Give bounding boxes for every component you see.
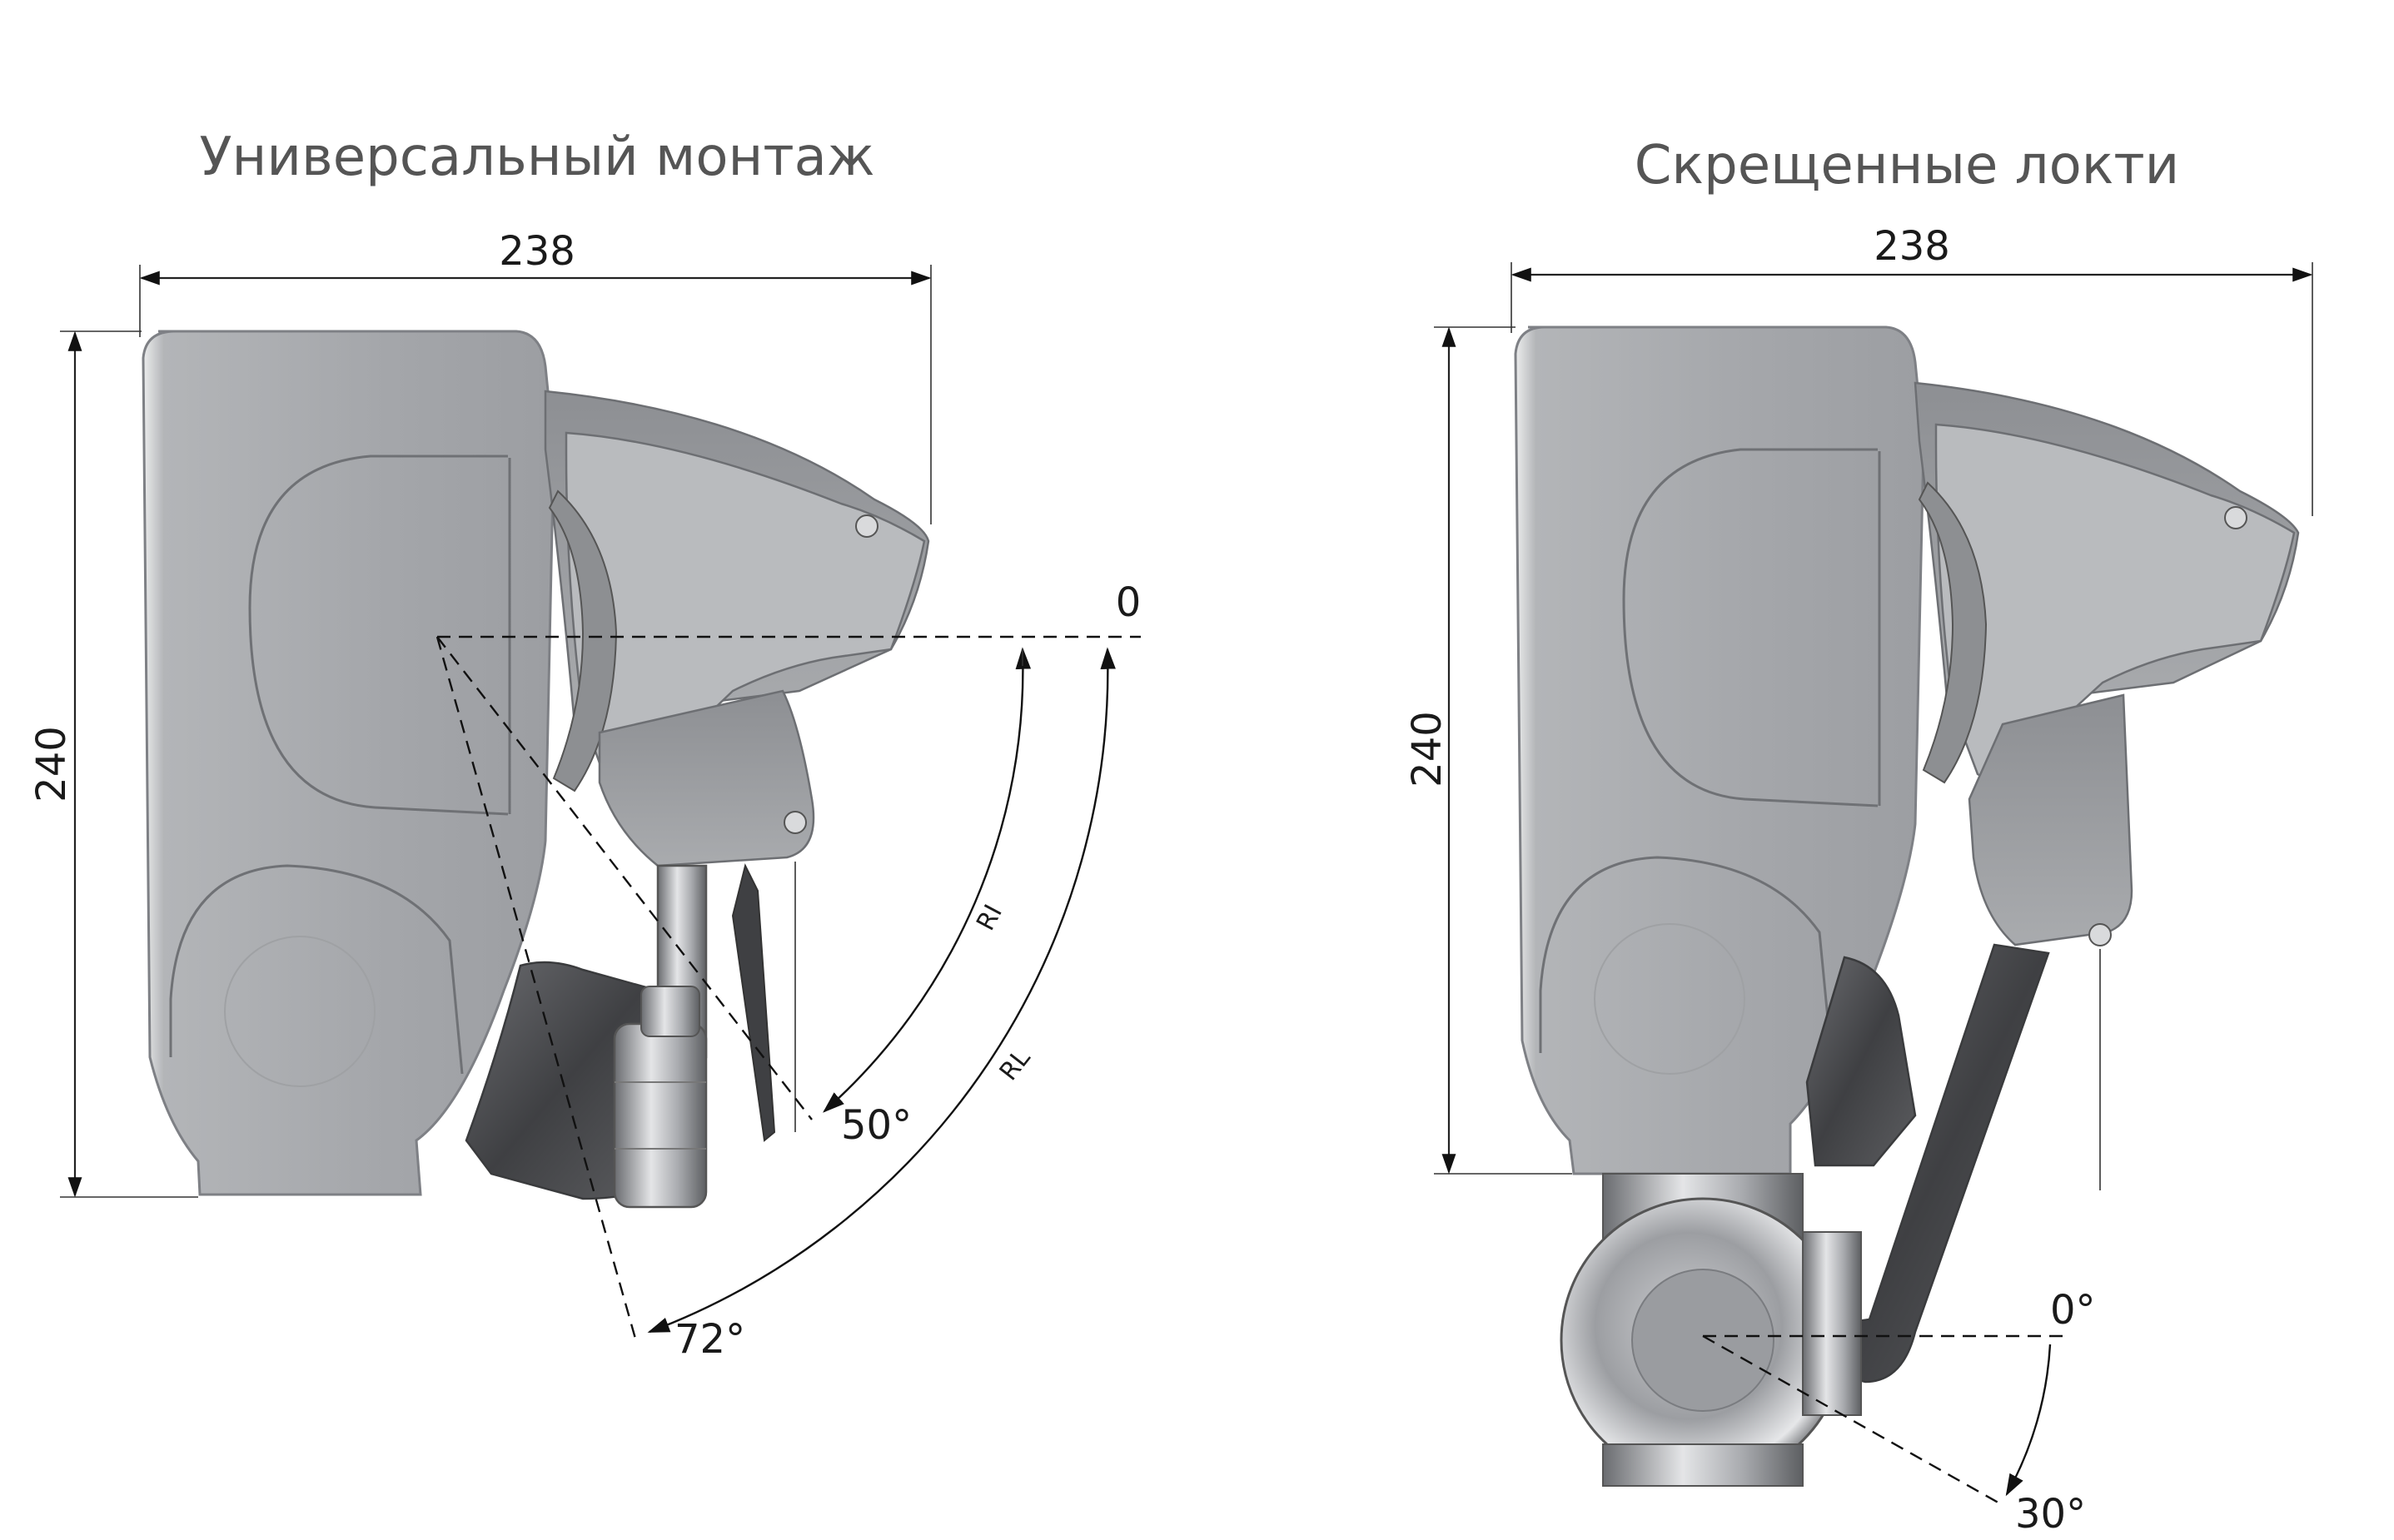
right-title: Скрещенные локти (1635, 135, 2180, 196)
left-height-label: 240 (28, 726, 75, 802)
right-ball-base (1602, 1443, 1804, 1487)
right-bracket-screw-icon (2088, 923, 2112, 946)
right-lamp-face (1934, 423, 2296, 780)
left-title: Универсальный монтаж (200, 127, 875, 188)
right-head-screw-icon (2224, 506, 2247, 529)
right-zero-label: 0° (2050, 1287, 2096, 1334)
right-30-label: 30° (2015, 1491, 2086, 1538)
left-72-label: 72° (674, 1316, 745, 1363)
left-joint-ring (548, 489, 618, 792)
left-inner-arc (823, 647, 1032, 1113)
right-angle-arc (2005, 1344, 2052, 1497)
left-width-label: 238 (499, 228, 575, 275)
left-zero-label: 0 (1116, 579, 1142, 626)
left-bracket-screw-icon (784, 811, 807, 834)
left-ri-label: RI (971, 900, 1008, 936)
left-pole-blade (731, 863, 776, 1142)
right-lower-boss (1594, 923, 1745, 1075)
left-outer-arc (647, 647, 1116, 1334)
right-upper-cover-seam (1622, 448, 1879, 807)
right-long-bracket (1968, 693, 2133, 946)
right-width-label: 238 (1874, 223, 1950, 270)
right-ball-center (1631, 1269, 1774, 1412)
left-lower-boss (224, 936, 376, 1087)
left-head-screw-icon (855, 514, 878, 538)
right-view: Скрещенные локти 238 240 (1404, 135, 2313, 1538)
left-cylinder-cap (640, 986, 700, 1037)
left-view: Универсальный монтаж 238 240 (28, 127, 1141, 1363)
left-rl-label: RL (994, 1044, 1037, 1086)
right-lower-mechanism (1805, 956, 1917, 1167)
right-height-label: 240 (1404, 711, 1451, 787)
right-30-ray (1702, 1334, 2003, 1507)
right-lower-round-cover (1539, 856, 1834, 1062)
right-joint-ring (1918, 481, 1988, 784)
left-upper-cover-seam (248, 455, 509, 816)
right-side-arm-link (1802, 1231, 1862, 1416)
left-72-ray (435, 636, 639, 1345)
left-chrome-cylinder (613, 1022, 708, 1209)
left-lower-round-cover (169, 864, 464, 1075)
left-50-label: 50° (841, 1102, 912, 1149)
